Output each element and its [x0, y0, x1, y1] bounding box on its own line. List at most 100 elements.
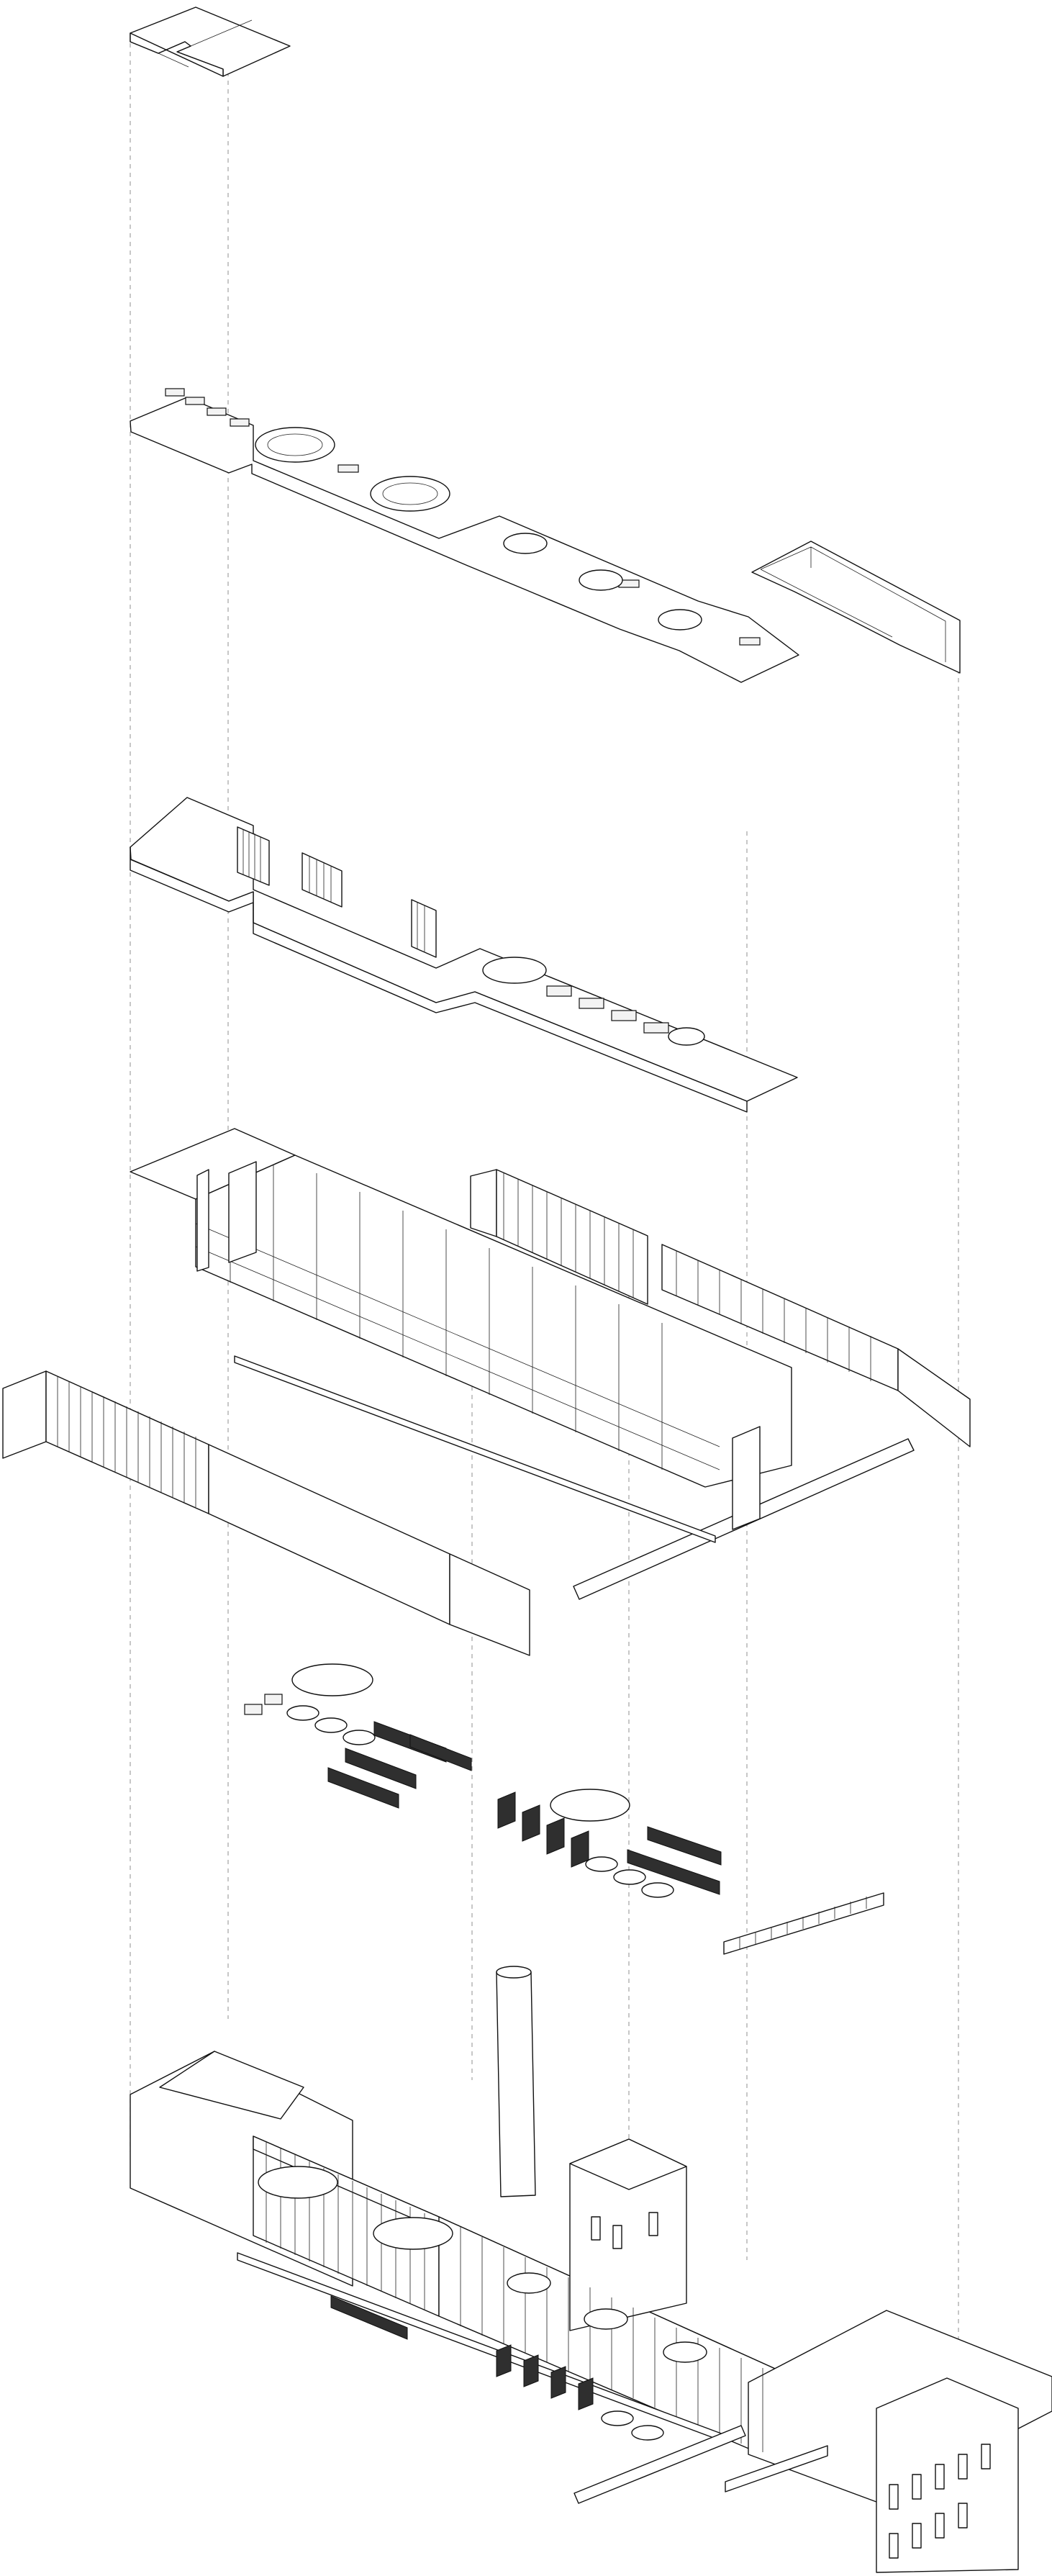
- front-wall-long: [208, 1444, 450, 1625]
- front-wall-left: [2, 1370, 47, 1459]
- left-tower-tall: [228, 1161, 257, 1263]
- gable-window-b: [912, 2474, 922, 2500]
- equipment-oval-a: [291, 1663, 373, 1696]
- equipment-oval-e: [550, 1789, 630, 1822]
- chimney-top: [496, 1966, 532, 1979]
- frame-main-deck: [195, 1154, 792, 1488]
- vertical-guide-lines: [130, 43, 959, 2411]
- equipment-tower-c: [546, 1817, 565, 1855]
- mezzanine-front-edge: [130, 846, 748, 1113]
- frame-towers: [196, 1161, 761, 1530]
- assembled-tower-d: [578, 2377, 594, 2410]
- annex-roof-outline: [760, 546, 946, 662]
- workstation-b: [185, 397, 205, 405]
- assembled-cross-beam: [573, 2425, 746, 2504]
- chimney-stack: [496, 1971, 536, 2197]
- upper-floor-plan-layer: [130, 388, 961, 683]
- equipment-oval-d: [343, 1730, 376, 1745]
- equipment-rack-a: [327, 1767, 399, 1809]
- square-tower-roof: [569, 2138, 687, 2190]
- gable-window-g: [912, 2523, 922, 2549]
- assembled-round-2: [584, 2308, 628, 2330]
- workstation-e: [337, 464, 359, 473]
- equipment-tower-d: [571, 1830, 589, 1868]
- equipment-strip-dividers: [739, 1897, 867, 1949]
- tower-window-b: [612, 2225, 622, 2249]
- mezzanine-slab: [130, 797, 798, 1102]
- gable-window-f: [889, 2533, 899, 2559]
- assembled-tower-b: [523, 2354, 539, 2387]
- mezzanine-round: [668, 1027, 705, 1046]
- equipment-block-a: [244, 1704, 263, 1715]
- assembled-small-oval-b: [631, 2425, 664, 2441]
- roof-slab-front: [130, 32, 224, 77]
- assembled-small-oval-a: [601, 2410, 634, 2426]
- rear-wall-left: [470, 1169, 497, 1237]
- equipment-rack-b: [345, 1748, 417, 1789]
- equipment-rack-f: [647, 1826, 722, 1866]
- upper-floor-workstations: [165, 388, 761, 646]
- gable-window-h: [935, 2513, 945, 2539]
- upper-oval-1: [255, 427, 335, 463]
- equipment-oval-f: [585, 1856, 618, 1872]
- workstation-g: [739, 637, 761, 646]
- desk-b: [579, 998, 604, 1009]
- assembled-oval-2: [373, 2217, 453, 2250]
- equipment-strip-right: [723, 1892, 884, 1955]
- gable-window-i: [958, 2503, 968, 2528]
- equipment-tower-a: [497, 1791, 516, 1829]
- mezzanine-floor-layer: [130, 797, 798, 1113]
- mezzanine-wall-2: [301, 852, 343, 908]
- workstation-a: [165, 388, 185, 397]
- upper-oval-1-inner: [267, 433, 323, 456]
- front-wall-panels: [2, 1370, 530, 1656]
- rear-wall-main: [496, 1169, 648, 1305]
- equipment-oval-g: [613, 1869, 646, 1885]
- frame-ramp: [234, 1355, 716, 1543]
- assembled-round-3: [663, 2341, 707, 2363]
- mezzanine-hatching: [242, 829, 425, 952]
- equipment-modules-layer: [244, 1663, 884, 1955]
- upper-oval-2-inner: [382, 482, 438, 505]
- desk-c: [611, 1010, 637, 1021]
- mezzanine-wall-1: [237, 826, 270, 886]
- assembled-tower-a: [496, 2344, 512, 2377]
- equipment-cluster-left: [244, 1663, 472, 1809]
- front-wall-end: [449, 1553, 530, 1656]
- roof-slab-layer: [130, 6, 291, 77]
- assembled-oval-1: [258, 2166, 338, 2199]
- building-left-roof: [159, 2051, 304, 2120]
- gable-window-d: [958, 2454, 968, 2480]
- equipment-oval-h: [641, 1882, 674, 1898]
- equipment-rack-e: [627, 1849, 720, 1895]
- tower-window-c: [648, 2212, 658, 2236]
- equipment-cluster-middle: [497, 1789, 722, 1898]
- tower-window-a: [591, 2216, 601, 2241]
- structure-and-walls-layer: [2, 1128, 971, 1656]
- mezzanine-wall-strips: [237, 826, 437, 958]
- equipment-block-b: [264, 1694, 283, 1705]
- rear-wall-panels: [470, 1169, 971, 1447]
- upper-round-3: [658, 609, 702, 631]
- gable-window-c: [935, 2464, 945, 2490]
- upper-floor-slab: [130, 397, 799, 683]
- wall-ribbing: [57, 1172, 871, 1507]
- assembled-rack-a: [330, 2295, 408, 2340]
- workstation-c: [207, 407, 227, 416]
- upper-round-1: [503, 533, 548, 554]
- gable-window-e: [981, 2444, 991, 2469]
- desk-a: [546, 985, 572, 997]
- upper-floor-annex: [751, 541, 961, 674]
- mezzanine-wall-3: [411, 899, 437, 958]
- rear-wall-end: [897, 1348, 971, 1447]
- left-tower: [196, 1169, 209, 1272]
- assembled-equipment: [330, 2295, 828, 2493]
- upper-round-2: [579, 569, 623, 591]
- upper-floor-ovals: [255, 427, 702, 631]
- assembled-strip-right: [725, 2445, 828, 2493]
- gable-window-a: [889, 2484, 899, 2510]
- assembled-ovals: [258, 2166, 707, 2363]
- building-gable-front: [876, 2377, 1019, 2573]
- roof-slab-detail: [158, 19, 253, 68]
